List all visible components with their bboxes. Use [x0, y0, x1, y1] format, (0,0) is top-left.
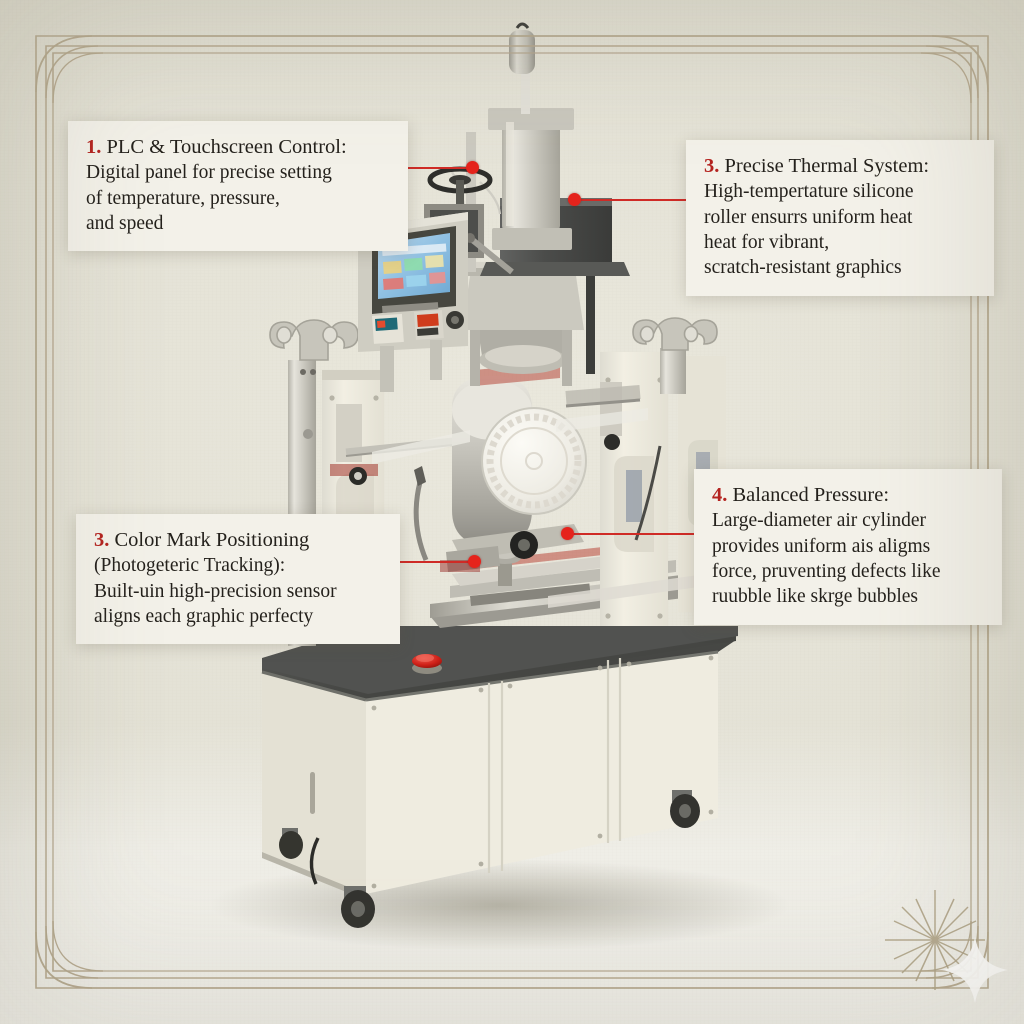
leader-line-3	[364, 561, 474, 563]
four-point-sparkle-icon	[942, 937, 1008, 1003]
callout-precise-thermal-system: 3. Precise Thermal System: High-temperta…	[686, 140, 994, 296]
pneumatic-cylinder-top	[509, 30, 535, 74]
callout-1-number: 1.	[86, 136, 102, 158]
leader-dot-1	[466, 161, 479, 174]
callout-4-number: 4.	[712, 484, 728, 506]
leader-dot-3	[468, 555, 481, 568]
callout-1-heading: 1. PLC & Touchscreen Control:	[86, 134, 390, 160]
callout-4-line-2: provides uniform ais aligms	[712, 535, 931, 557]
foil-reel-holder-left	[269, 319, 359, 361]
callout-1-line-2: of temperature, pressure,	[86, 187, 280, 209]
callout-1-title: PLC & Touchscreen Control:	[106, 136, 347, 158]
callout-2-title: Precise Thermal System:	[724, 155, 930, 177]
callout-3-heading: 3. Color Mark Positioning	[94, 527, 382, 553]
callout-3-line-3: aligns each graphic perfecty	[94, 605, 314, 627]
callout-4-line-3: force, pruventing defects like	[712, 560, 941, 582]
machine-shadow	[210, 859, 790, 951]
callout-2-line-1: High-tempertature silicone	[704, 181, 914, 203]
callout-4-body: Large-diameter air cylinder provides uni…	[712, 508, 984, 609]
leader-line-1	[372, 167, 472, 169]
emergency-stop-button	[412, 654, 442, 674]
callout-2-number: 3.	[704, 155, 720, 177]
callout-color-mark-positioning: 3. Color Mark Positioning (Photogeteric …	[76, 514, 400, 645]
callout-4-line-1: Large-diameter air cylinder	[712, 510, 927, 532]
callout-2-line-3: heat for vibrant,	[704, 231, 830, 253]
callout-2-line-4: scratch-resistant graphics	[704, 257, 902, 279]
handwheel	[427, 166, 493, 206]
callout-3-title: Color Mark Positioning	[114, 529, 310, 551]
callout-1-line-1: Digital panel for precise setting	[86, 162, 332, 184]
callout-1-body: Digital panel for precise setting of tem…	[86, 160, 390, 236]
callout-1-line-3: and speed	[86, 212, 164, 234]
callout-2-body: High-tempertature silicone roller ensurr…	[704, 179, 976, 280]
callout-3-line-2: Built-uin high-precision sensor	[94, 580, 337, 602]
temperature-controller	[371, 313, 404, 344]
callout-3-number: 3.	[94, 529, 110, 551]
callout-2-heading: 3. Precise Thermal System:	[704, 153, 976, 179]
callout-3-line-1: (Photogeteric Tracking):	[94, 555, 286, 577]
leader-dot-2	[568, 193, 581, 206]
leader-line-4	[567, 533, 694, 535]
pressure-controller	[414, 310, 444, 340]
callout-4-title: Balanced Pressure:	[732, 484, 890, 506]
callout-plc-touchscreen-control: 1. PLC & Touchscreen Control: Digital pa…	[68, 121, 408, 252]
callout-balanced-pressure: 4. Balanced Pressure: Large-diameter air…	[694, 469, 1002, 625]
callout-3-body: (Photogeteric Tracking): Built-uin high-…	[94, 553, 382, 629]
callout-4-line-4: ruubble like skrge bubbles	[712, 586, 918, 608]
callout-4-heading: 4. Balanced Pressure:	[712, 482, 984, 508]
callout-2-line-2: roller ensurrs uniform heat	[704, 206, 913, 228]
starburst-icon	[885, 890, 985, 990]
leader-dot-4	[561, 527, 574, 540]
leader-line-2	[574, 199, 686, 201]
foil-reel-holder-right	[632, 317, 718, 351]
